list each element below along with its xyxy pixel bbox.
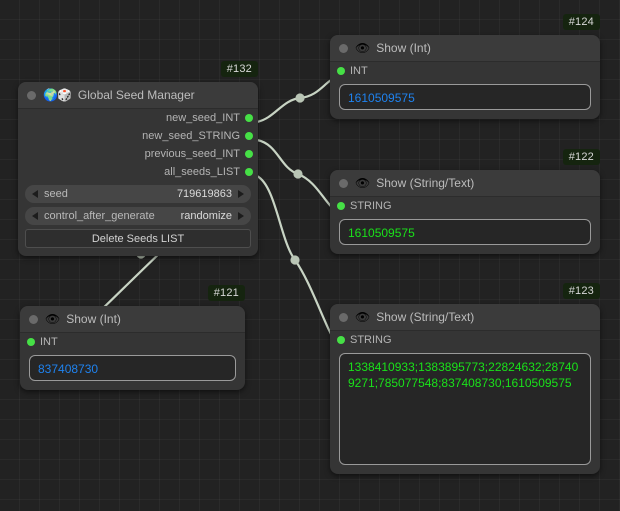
node-id-badge: #124 (562, 14, 600, 30)
node-title-bar[interactable]: 👁 Show (String/Text) (330, 304, 600, 331)
node-show-string-122[interactable]: #122 👁 Show (String/Text) STRING 1610509… (330, 149, 600, 254)
node-show-string-123[interactable]: #123 👁 Show (String/Text) STRING 1338410… (330, 283, 600, 474)
input-port-int[interactable]: INT (20, 333, 245, 351)
node-title-bar[interactable]: 🌍🎲 Global Seed Manager (18, 82, 258, 109)
input-port-label: INT (40, 336, 58, 348)
node-id-badge: #132 (220, 61, 258, 77)
widget-seed-label: seed (44, 188, 68, 200)
value-display-int[interactable]: 837408730 (29, 355, 236, 381)
link-new-seed-string-to-122 (255, 138, 340, 214)
node-id-badge: #123 (562, 283, 600, 299)
output-port-label: new_seed_STRING (142, 130, 240, 142)
widget-control-value[interactable]: randomize (180, 210, 232, 222)
widget-seed[interactable]: seed 719619863 (25, 185, 251, 203)
widget-control-label: control_after_generate (44, 210, 155, 222)
globe-dice-icon: 🌍🎲 (43, 88, 72, 102)
chevron-right-icon[interactable] (238, 212, 244, 220)
delete-seeds-list-button[interactable]: Delete Seeds LIST (25, 229, 251, 248)
collapse-toggle-icon[interactable] (29, 314, 38, 324)
chevron-left-icon[interactable] (32, 212, 38, 220)
output-port-all-seeds-list[interactable]: all_seeds_LIST (18, 163, 258, 181)
output-port-label: all_seeds_LIST (164, 166, 240, 178)
link-midpoint-dot-124 (295, 93, 305, 103)
output-port-label: new_seed_INT (166, 112, 240, 124)
input-port-dot[interactable] (337, 67, 345, 75)
output-port-new-seed-string[interactable]: new_seed_STRING (18, 127, 258, 145)
node-body: INT 837408730 (20, 333, 245, 381)
eye-icon: 👁 (45, 312, 60, 326)
widget-seed-value[interactable]: 719619863 (176, 188, 232, 200)
link-midpoint-dot-123 (290, 255, 300, 265)
node-global-seed-manager[interactable]: #132 🌍🎲 Global Seed Manager new_seed_INT… (18, 61, 258, 256)
value-display-string-long[interactable]: 1338410933;1383895773;22824632;287409271… (339, 353, 591, 465)
input-port-dot[interactable] (337, 202, 345, 210)
output-port-dot[interactable] (245, 168, 253, 176)
node-title-bar[interactable]: 👁 Show (String/Text) (330, 170, 600, 197)
node-title-bar[interactable]: 👁 Show (Int) (20, 306, 245, 333)
output-port-previous-seed-int[interactable]: previous_seed_INT (18, 145, 258, 163)
node-body: STRING 1610509575 (330, 197, 600, 245)
input-port-string[interactable]: STRING (330, 197, 600, 215)
widget-control-after-generate[interactable]: control_after_generate randomize (25, 207, 251, 225)
eye-icon: 👁 (355, 176, 370, 190)
link-new-seed-int-to-124 (255, 75, 340, 124)
output-port-dot[interactable] (245, 132, 253, 140)
output-port-label: previous_seed_INT (144, 148, 240, 160)
link-midpoint-dot-122 (293, 169, 303, 179)
input-port-dot[interactable] (27, 338, 35, 346)
node-title-label: Show (Int) (66, 312, 121, 326)
input-port-label: STRING (350, 200, 392, 212)
node-body: STRING 1338410933;1383895773;22824632;28… (330, 331, 600, 465)
widget-group: seed 719619863 control_after_generate ra… (18, 181, 258, 256)
node-body: new_seed_INT new_seed_STRING previous_se… (18, 109, 258, 256)
output-port-dot[interactable] (245, 114, 253, 122)
output-port-new-seed-int[interactable]: new_seed_INT (18, 109, 258, 127)
input-port-string[interactable]: STRING (330, 331, 600, 349)
collapse-toggle-icon[interactable] (339, 312, 348, 322)
node-show-int-121[interactable]: #121 👁 Show (Int) INT 837408730 (20, 285, 245, 390)
node-title-label: Show (String/Text) (376, 310, 475, 324)
collapse-toggle-icon[interactable] (339, 178, 348, 188)
collapse-toggle-icon[interactable] (27, 90, 36, 100)
output-port-dot[interactable] (245, 150, 253, 158)
node-body: INT 1610509575 (330, 62, 600, 110)
eye-icon: 👁 (355, 41, 370, 55)
eye-icon: 👁 (355, 310, 370, 324)
node-id-badge: #121 (207, 285, 245, 301)
input-port-int[interactable]: INT (330, 62, 600, 80)
node-title-label: Show (String/Text) (376, 176, 475, 190)
link-all-seeds-to-123 (255, 174, 340, 348)
input-port-label: INT (350, 65, 368, 77)
node-title-label: Show (Int) (376, 41, 431, 55)
value-display-int[interactable]: 1610509575 (339, 84, 591, 110)
node-id-badge: #122 (562, 149, 600, 165)
chevron-right-icon[interactable] (238, 190, 244, 198)
input-port-label: STRING (350, 334, 392, 346)
node-title-label: Global Seed Manager (77, 88, 195, 102)
value-display-string[interactable]: 1610509575 (339, 219, 591, 245)
chevron-left-icon[interactable] (32, 190, 38, 198)
collapse-toggle-icon[interactable] (339, 43, 348, 53)
node-show-int-124[interactable]: #124 👁 Show (Int) INT 1610509575 (330, 14, 600, 119)
node-title-bar[interactable]: 👁 Show (Int) (330, 35, 600, 62)
input-port-dot[interactable] (337, 336, 345, 344)
